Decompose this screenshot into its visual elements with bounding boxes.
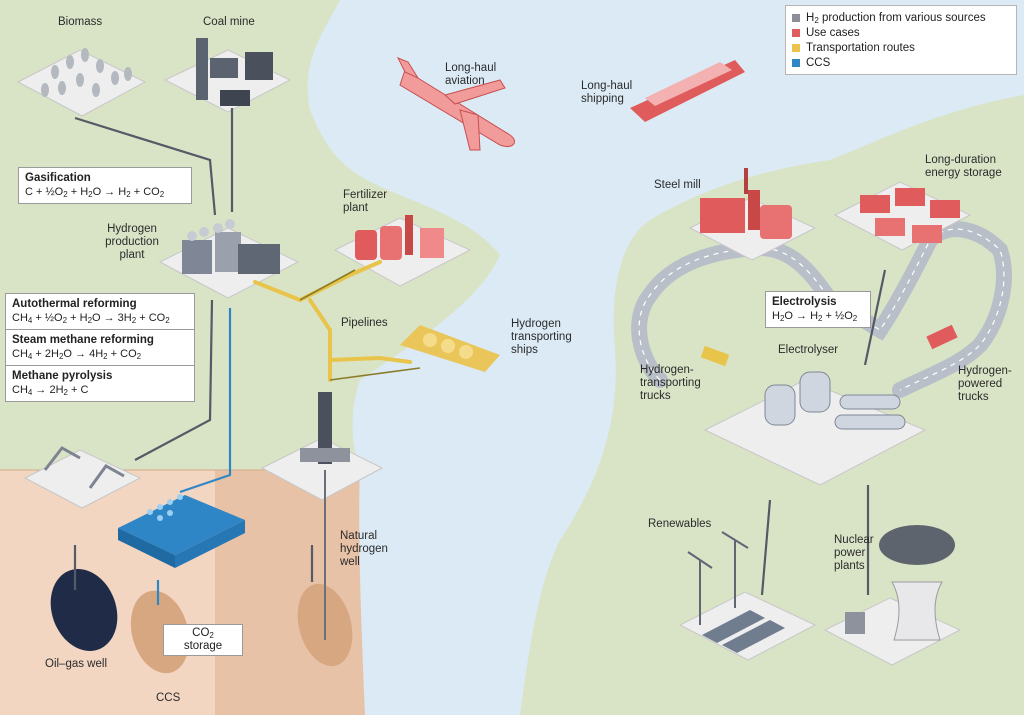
label-electrolyser: Electrolyser	[778, 344, 839, 356]
label-hydrogen-plant: Hydrogen production plant	[105, 223, 159, 261]
label-hydrogen-ships: Hydrogen transporting ships	[511, 318, 572, 356]
gasification-formula: C + ½O2 + H2O → H2 + CO2	[25, 186, 165, 199]
label-biomass: Biomass	[58, 16, 103, 28]
legend-label-production: H2 production from various sources	[806, 11, 986, 25]
reforming-box: Autothermal reforming CH4 + ½O2 + H2O → …	[5, 293, 195, 402]
legend-label-transport: Transportation routes	[806, 41, 915, 54]
oil-tile	[23, 449, 142, 509]
gasification-title: Gasification	[25, 172, 91, 184]
legend-swatch-production	[792, 13, 800, 22]
legend-item-use-cases: Use cases	[792, 25, 1010, 40]
label-long-haul-aviation: Long-haul aviation	[445, 62, 497, 87]
label-hydrogen-powered-trucks: Hydrogen- powered trucks	[958, 365, 1012, 403]
h2-transport-truck	[700, 345, 730, 367]
oil-gas-reservoir	[50, 569, 118, 651]
legend-label-ccs: CCS	[806, 56, 831, 69]
legend-swatch-use-cases	[792, 28, 800, 37]
label-fertilizer-plant: Fertilizer plant	[343, 189, 388, 214]
hydrogen-ship	[400, 325, 500, 372]
steam-methane-title: Steam methane reforming	[12, 334, 154, 346]
steam-methane-formula: CH4 + 2H2O → 4H2 + CO2	[12, 348, 142, 361]
legend-label-use-cases: Use cases	[806, 26, 860, 39]
label-coal-mine: Coal mine	[203, 16, 255, 28]
plane	[396, 57, 515, 151]
label-renewables: Renewables	[648, 518, 712, 530]
label-nuclear: Nuclear power plants	[834, 534, 874, 572]
electrolysis-box: Electrolysis H2O → H2 + ½O2	[765, 291, 871, 328]
electrolysis-formula: H2O → H2 + ½O2	[772, 310, 858, 323]
label-ccs: CCS	[156, 692, 181, 704]
label-natural-well: Natural hydrogen well	[340, 530, 388, 568]
label-steel-mill: Steel mill	[654, 179, 701, 191]
label-oil-gas-well: Oil–gas well	[45, 658, 107, 670]
soil-right	[215, 470, 365, 715]
gasification-box: Gasification C + ½O2 + H2O → H2 + CO2	[18, 167, 192, 204]
label-long-duration-storage: Long-duration energy storage	[925, 154, 1002, 179]
label-long-haul-shipping: Long-haul shipping	[581, 80, 633, 105]
h2-powered-truck	[926, 324, 958, 350]
ccs-facility	[118, 494, 245, 568]
electrolysis-title: Electrolysis	[772, 296, 837, 308]
legend-item-ccs: CCS	[792, 55, 1010, 70]
label-pipelines: Pipelines	[341, 317, 388, 329]
long-haul-ship	[630, 60, 745, 122]
autothermal-title: Autothermal reforming	[12, 298, 137, 310]
co2-storage-label: CO2 storage	[163, 624, 243, 656]
label-hydrogen-trucks: Hydrogen- transporting trucks	[640, 364, 701, 402]
legend-item-transport: Transportation routes	[792, 40, 1010, 55]
pyrolysis-formula: CH4 → 2H2 + C	[12, 384, 89, 397]
legend-swatch-transport	[792, 43, 800, 52]
pyrolysis-title: Methane pyrolysis	[12, 370, 113, 382]
legend: H2 production from various sources Use c…	[785, 5, 1017, 75]
autothermal-formula: CH4 + ½O2 + H2O → 3H2 + CO2	[12, 312, 170, 325]
legend-item-production: H2 production from various sources	[792, 10, 1010, 25]
legend-swatch-ccs	[792, 58, 800, 67]
